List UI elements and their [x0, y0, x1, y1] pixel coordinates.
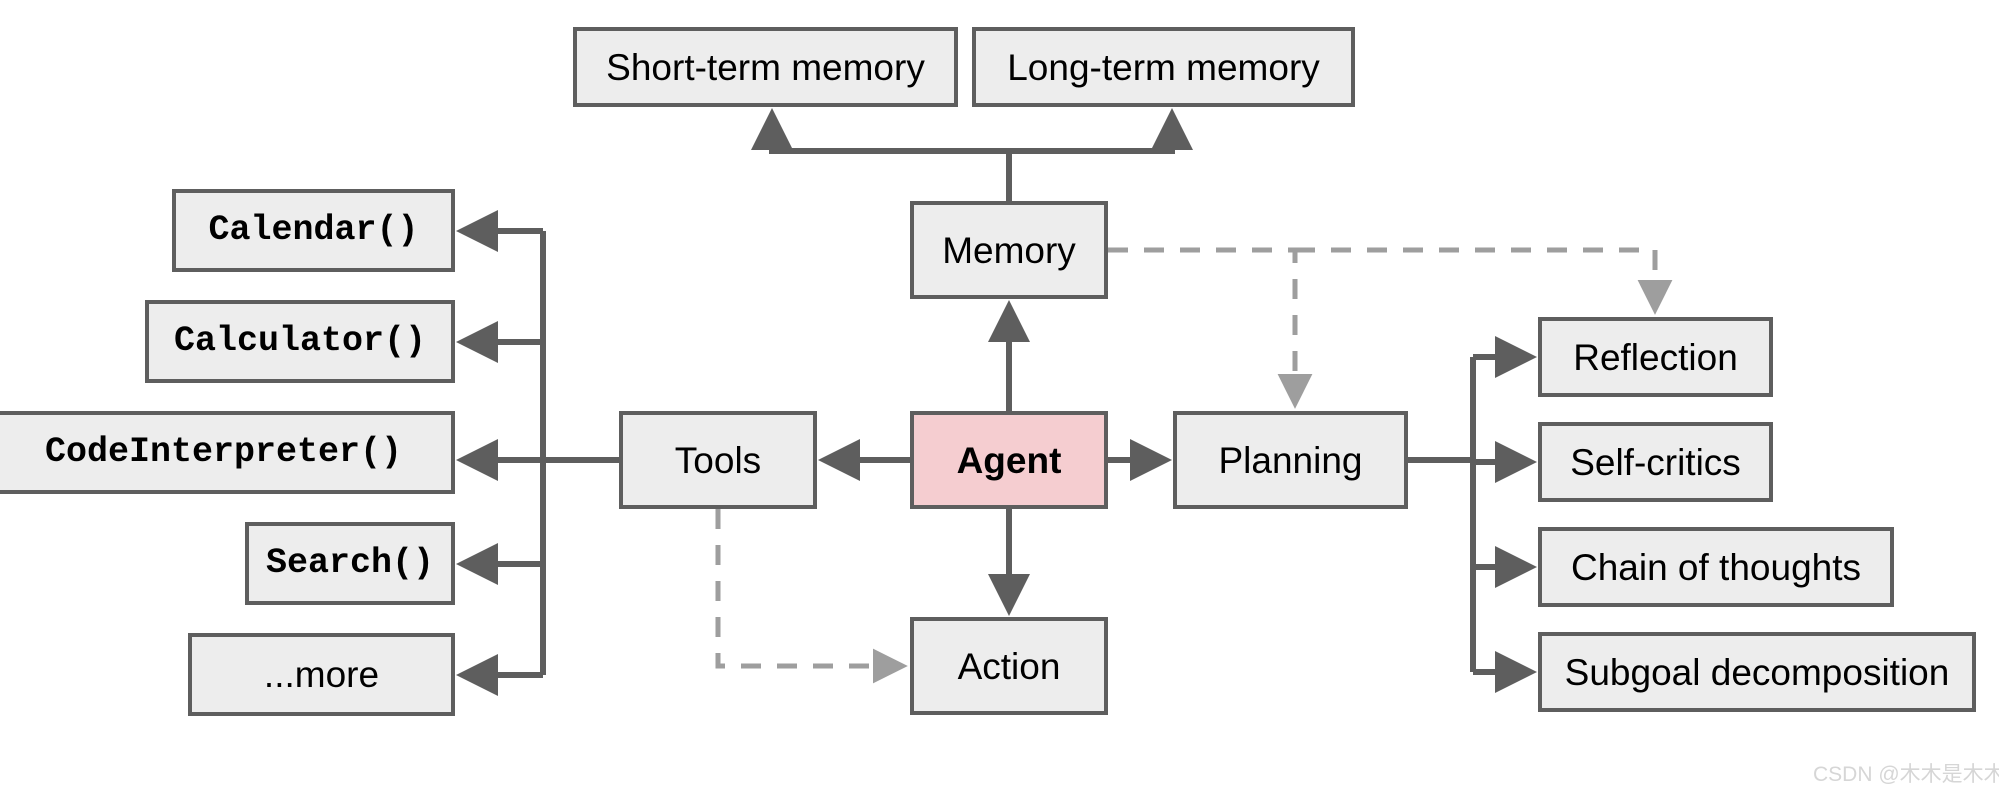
edge-memory-to-planning-dashed: [1108, 247, 1313, 409]
node-long-term-memory[interactable]: Long-term memory: [972, 27, 1355, 107]
node-calculator-tool[interactable]: Calculator(): [145, 300, 455, 383]
node-agent[interactable]: Agent: [910, 411, 1108, 509]
edge-memory-to-reflection-dashed: [1295, 247, 1673, 315]
node-calendar-tool[interactable]: Calendar(): [172, 189, 455, 272]
node-action[interactable]: Action: [910, 617, 1108, 715]
csdn-watermark: CSDN @木木是木木: [1813, 763, 1999, 786]
node-code-interpreter-tool[interactable]: CodeInterpreter(): [0, 411, 455, 494]
node-short-term-memory[interactable]: Short-term memory: [573, 27, 958, 107]
node-chain-of-thoughts[interactable]: Chain of thoughts: [1538, 527, 1894, 607]
node-more-tools[interactable]: ...more: [188, 633, 455, 716]
node-planning[interactable]: Planning: [1173, 411, 1408, 509]
edge-tools-to-action-dashed: [715, 509, 908, 684]
edge-memory-split-right: [1009, 108, 1193, 154]
node-search-tool[interactable]: Search(): [245, 522, 455, 605]
edge-memory-to-shortterm-longterm: [751, 108, 1012, 201]
node-memory[interactable]: Memory: [910, 201, 1108, 299]
node-self-critics[interactable]: Self-critics: [1538, 422, 1773, 502]
node-tools[interactable]: Tools: [619, 411, 817, 509]
node-subgoal-decomposition[interactable]: Subgoal decomposition: [1538, 632, 1976, 712]
node-reflection[interactable]: Reflection: [1538, 317, 1773, 397]
